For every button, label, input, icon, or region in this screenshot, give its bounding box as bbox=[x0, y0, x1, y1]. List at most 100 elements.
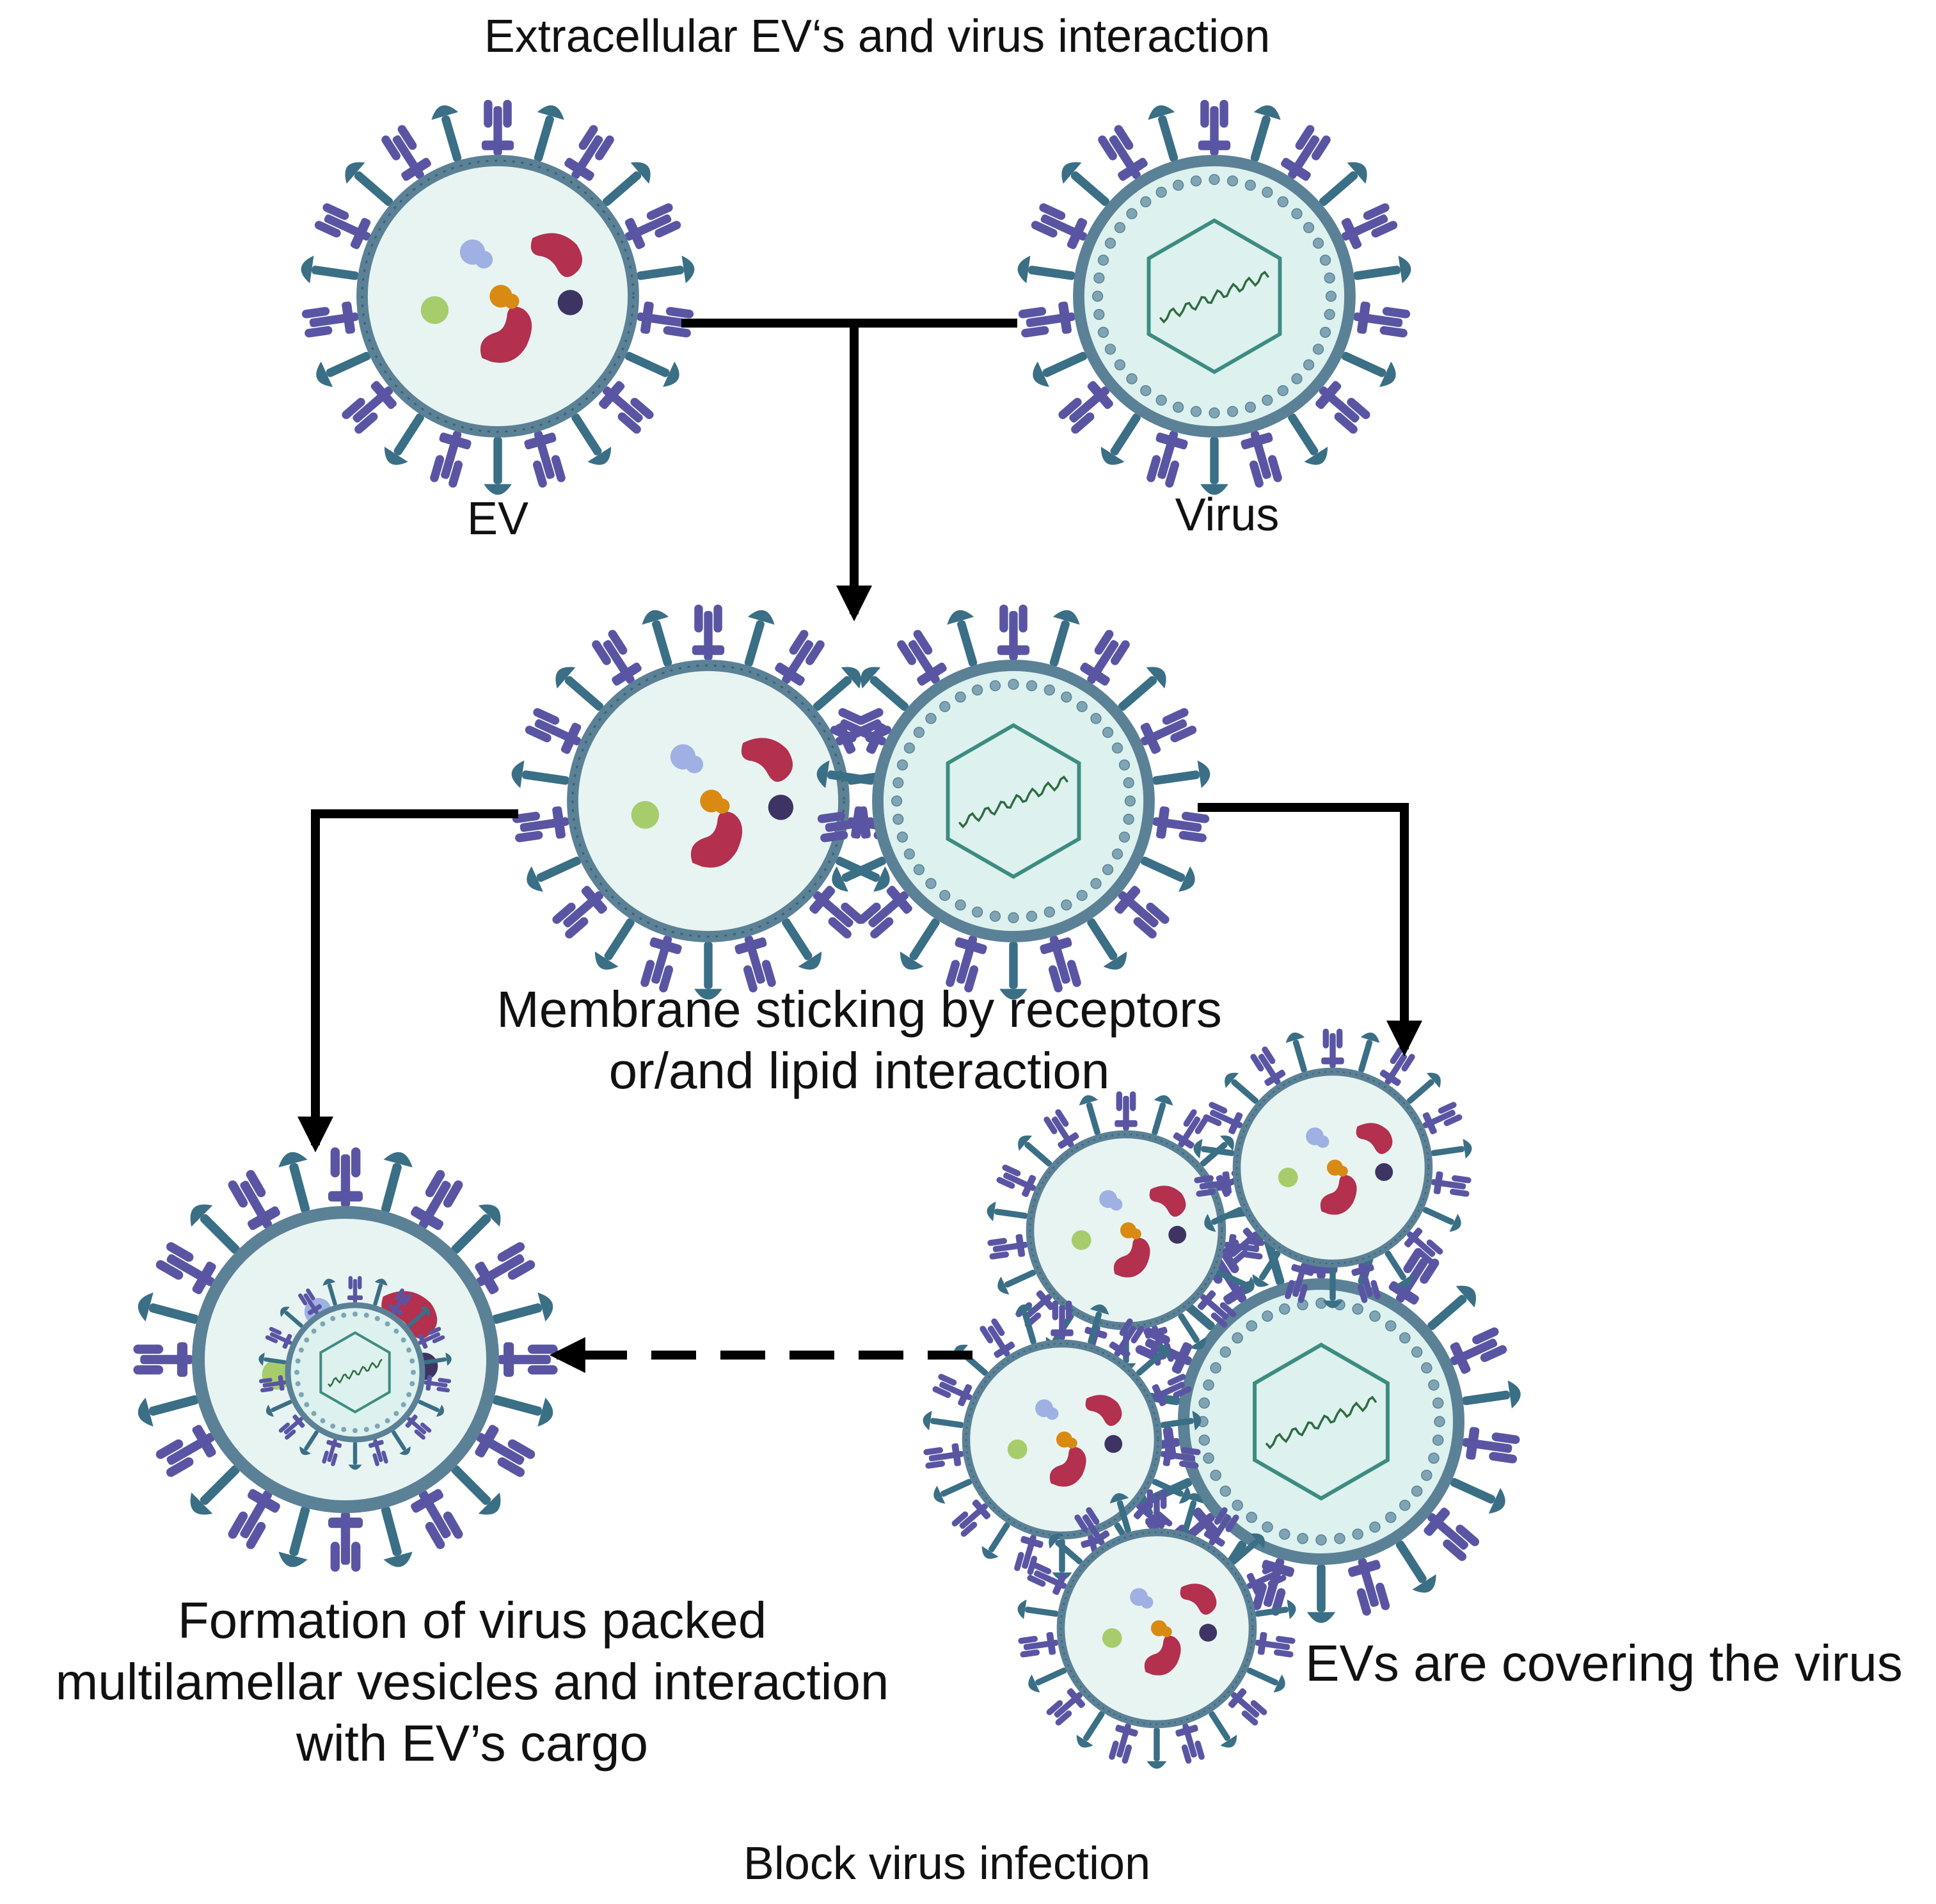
surface-receptor bbox=[1152, 1095, 1173, 1136]
formation-caption: Formation of virus packed multilamellar … bbox=[56, 1590, 889, 1774]
surface-receptor bbox=[418, 1327, 445, 1349]
matrix-protein bbox=[989, 910, 1001, 922]
cargo-protein bbox=[1140, 1596, 1154, 1609]
surface-receptor bbox=[1200, 1135, 1234, 1167]
matrix-protein bbox=[1097, 255, 1109, 266]
surface-receptor bbox=[744, 610, 775, 667]
matrix-protein bbox=[1246, 1511, 1258, 1523]
cargo-protein bbox=[1130, 1228, 1141, 1239]
surface-receptor bbox=[1281, 125, 1331, 181]
surface-receptor bbox=[1152, 1479, 1191, 1504]
matrix-protein bbox=[1104, 344, 1116, 355]
surface-receptor bbox=[1061, 162, 1110, 207]
cargo-rna bbox=[480, 306, 532, 363]
matrix-protein bbox=[1203, 1379, 1214, 1391]
virus-label: Virus bbox=[1175, 489, 1280, 541]
matrix-protein bbox=[1104, 237, 1116, 249]
surface-receptor bbox=[1406, 1072, 1441, 1104]
surface-receptor bbox=[932, 1374, 972, 1406]
matrix-protein bbox=[913, 864, 925, 875]
matrix-protein bbox=[1008, 912, 1019, 924]
surface-receptor bbox=[345, 162, 393, 207]
surface-receptor bbox=[1230, 1533, 1265, 1565]
surface-receptor bbox=[987, 1202, 1028, 1221]
surface-receptor bbox=[900, 918, 940, 970]
surface-receptor bbox=[1431, 1171, 1472, 1197]
matrix-protein bbox=[1102, 727, 1114, 738]
cargo-protein bbox=[475, 251, 493, 269]
matrix-protein bbox=[1399, 1332, 1411, 1344]
matrix-protein bbox=[341, 1427, 347, 1432]
surface-receptor bbox=[133, 1342, 193, 1377]
surface-receptor bbox=[430, 431, 472, 488]
matrix-protein bbox=[896, 759, 908, 771]
matrix-protein bbox=[401, 1337, 406, 1343]
virus-top bbox=[1017, 99, 1411, 495]
matrix-protein bbox=[374, 1315, 380, 1321]
matrix-protein bbox=[939, 889, 951, 901]
matrix-protein bbox=[406, 1347, 412, 1353]
matrix-protein bbox=[1043, 684, 1055, 696]
diagram-title: Extracellular EV‘s and virus interaction bbox=[484, 11, 1271, 62]
matrix-protein bbox=[1173, 179, 1184, 191]
matrix-protein bbox=[891, 795, 903, 807]
matrix-protein bbox=[406, 1392, 412, 1397]
surface-receptor bbox=[817, 806, 875, 843]
surface-receptor bbox=[511, 760, 569, 788]
matrix-protein bbox=[311, 1328, 317, 1334]
cargo-protein bbox=[768, 795, 794, 820]
surface-receptor bbox=[451, 1204, 501, 1254]
surface-receptor bbox=[1017, 1599, 1059, 1619]
ev-membrane-texture bbox=[1059, 1531, 1254, 1726]
surface-receptor bbox=[1182, 1493, 1204, 1534]
matrix-protein bbox=[320, 1418, 326, 1424]
surface-receptor bbox=[1288, 413, 1328, 465]
surface-receptor bbox=[1216, 1269, 1255, 1295]
matrix-protein bbox=[1297, 1532, 1308, 1544]
surface-receptor bbox=[816, 760, 875, 788]
surface-receptor bbox=[534, 105, 564, 162]
matrix-protein bbox=[1315, 1297, 1327, 1309]
cargo-protein bbox=[1102, 1628, 1122, 1648]
matrix-protein bbox=[393, 1411, 399, 1416]
cargo-protein bbox=[1066, 1438, 1077, 1448]
surface-receptor bbox=[384, 413, 424, 465]
surface-receptor bbox=[624, 351, 679, 387]
surface-receptor bbox=[1040, 935, 1081, 993]
matrix-protein bbox=[1324, 308, 1335, 321]
surface-receptor bbox=[1136, 1344, 1170, 1376]
matrix-protein bbox=[1219, 1346, 1232, 1358]
surface-receptor bbox=[524, 431, 566, 488]
matrix-protein bbox=[1244, 179, 1256, 191]
ev-top bbox=[301, 99, 695, 495]
surface-receptor bbox=[451, 1465, 501, 1515]
surface-receptor bbox=[1046, 1688, 1086, 1726]
surface-receptor bbox=[1450, 1478, 1505, 1514]
matrix-protein bbox=[1279, 1303, 1290, 1315]
cargo-rna bbox=[1049, 1447, 1086, 1487]
surface-receptor bbox=[424, 1353, 452, 1366]
matrix-protein bbox=[939, 701, 951, 713]
surface-receptor bbox=[1193, 1139, 1235, 1159]
matrix-protein bbox=[1291, 208, 1303, 219]
matrix-protein bbox=[903, 848, 916, 860]
cargo-rna bbox=[1356, 1123, 1393, 1154]
surface-receptor bbox=[405, 1414, 432, 1440]
surface-receptor bbox=[1018, 301, 1075, 338]
surface-receptor bbox=[1109, 1318, 1145, 1358]
surface-receptor bbox=[832, 856, 887, 892]
surface-receptor bbox=[564, 125, 614, 181]
matrix-protein bbox=[1421, 1470, 1432, 1481]
surface-receptor bbox=[694, 941, 722, 1000]
cargo-rna bbox=[1149, 1186, 1186, 1217]
ev-label: EV bbox=[466, 493, 529, 544]
formation-caption-line-1: Formation of virus packed bbox=[177, 1592, 767, 1649]
matrix-protein bbox=[311, 1411, 317, 1416]
surface-receptor bbox=[1173, 1109, 1209, 1149]
surface-receptor bbox=[599, 381, 654, 434]
surface-receptor bbox=[1018, 1135, 1052, 1167]
cargo-protein bbox=[1104, 1435, 1123, 1453]
cargo-rna bbox=[1320, 1175, 1357, 1215]
cargo-protein bbox=[714, 798, 730, 814]
matrix-protein bbox=[896, 831, 908, 843]
